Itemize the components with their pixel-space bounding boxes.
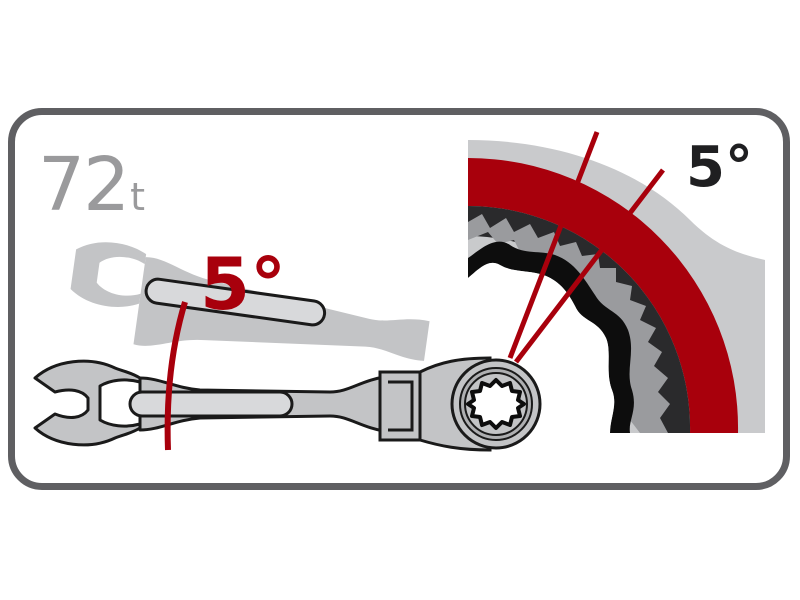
teeth-unit: t (130, 175, 146, 219)
teeth-count: 72 (38, 142, 130, 228)
teeth-count-label: 72t (38, 148, 145, 222)
combination-wrench-icon (33, 356, 542, 452)
detail-angle-label: 5° (686, 135, 753, 200)
ratchet-gear-detail-icon (468, 131, 765, 433)
swing-arc-icon (164, 301, 188, 451)
rotated-wrench-icon (70, 242, 430, 361)
swing-angle-label: 5° (200, 242, 287, 326)
